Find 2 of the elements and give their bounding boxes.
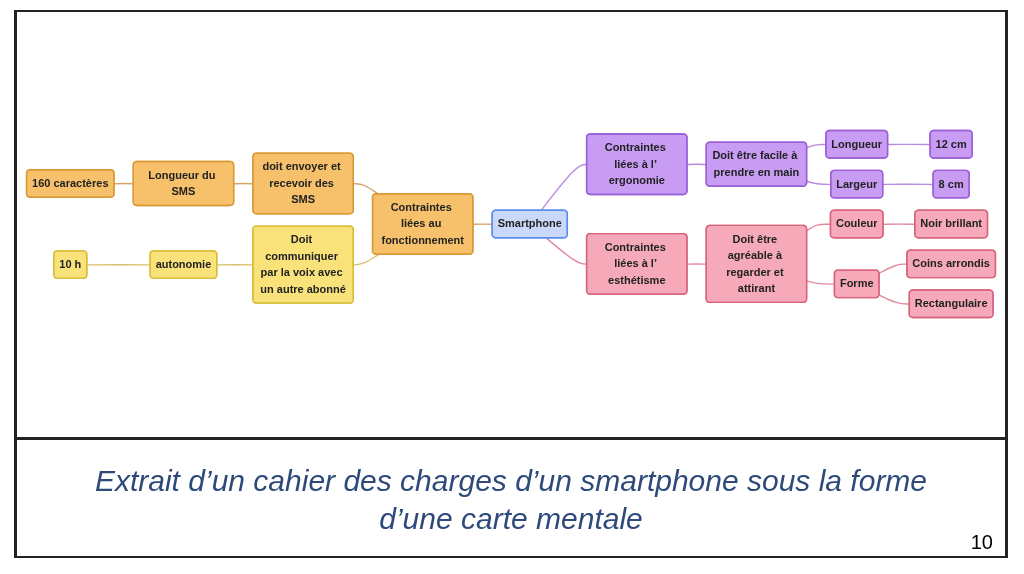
page-number: 10 (970, 531, 993, 554)
caption: Extrait d’un cahier des charges d’un smartphone sous la forme d’une carte mentale (93, 463, 929, 537)
